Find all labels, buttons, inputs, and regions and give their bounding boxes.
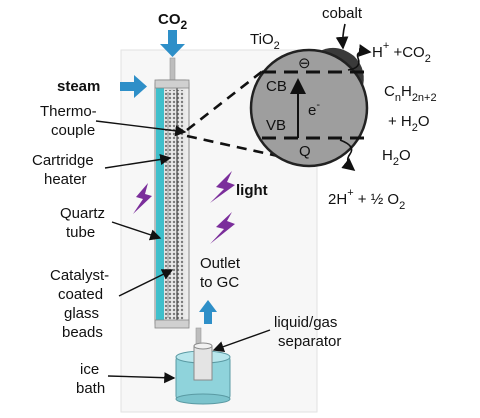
separator-pointer: [212, 329, 271, 352]
steam-label: steam: [57, 78, 100, 95]
catalyst-bed: [165, 90, 184, 322]
tio2-particle: [249, 47, 369, 168]
cobalt-pointer: [335, 23, 349, 50]
cobalt-label: cobalt: [322, 5, 363, 22]
outlet-arrow: [199, 300, 217, 324]
reduction-arrow: [347, 44, 372, 71]
inlet-stub: [169, 57, 176, 81]
thermocouple-pointer: [95, 120, 187, 137]
cartridge-heater-pointer: [104, 153, 172, 169]
reactor-tube: [154, 79, 190, 329]
quartz-tube-wall: [156, 86, 164, 322]
reduction-reactants: H+ +CO2: [372, 40, 431, 65]
catalyst-pointer: [118, 269, 174, 297]
water-product: + H2O: [388, 113, 430, 134]
lightning-bolt-left: [133, 183, 152, 214]
steam-inlet-arrow: [120, 75, 147, 98]
co2-inlet-arrow: [160, 30, 185, 57]
light-label: light: [236, 182, 268, 199]
quartz-tube-pointer: [111, 221, 162, 241]
vb-label: VB: [266, 117, 286, 134]
oxidation-products: 2H+ + ½ O2: [328, 187, 405, 212]
water-reactant: H2O: [382, 147, 411, 168]
electron-symbol: ⊖: [298, 55, 311, 72]
liquid-gas-separator: [193, 342, 213, 381]
ice-bath-pointer: [107, 372, 176, 384]
lightning-bolts: [133, 171, 235, 244]
hole-symbol: Q: [299, 143, 311, 160]
cb-label: CB: [266, 78, 287, 95]
electron-label: e-: [308, 99, 320, 119]
thermocouple-label: Thermo-couple: [40, 103, 97, 139]
lightning-bolt-right-bottom: [210, 212, 235, 244]
oxidation-arrow: [339, 139, 356, 171]
tio2-label: TiO2: [250, 31, 280, 52]
co2-label: CO2: [158, 11, 188, 32]
lightning-bolt-right-top: [210, 171, 235, 203]
hydrocarbon-product: CnH2n+2: [384, 83, 437, 104]
